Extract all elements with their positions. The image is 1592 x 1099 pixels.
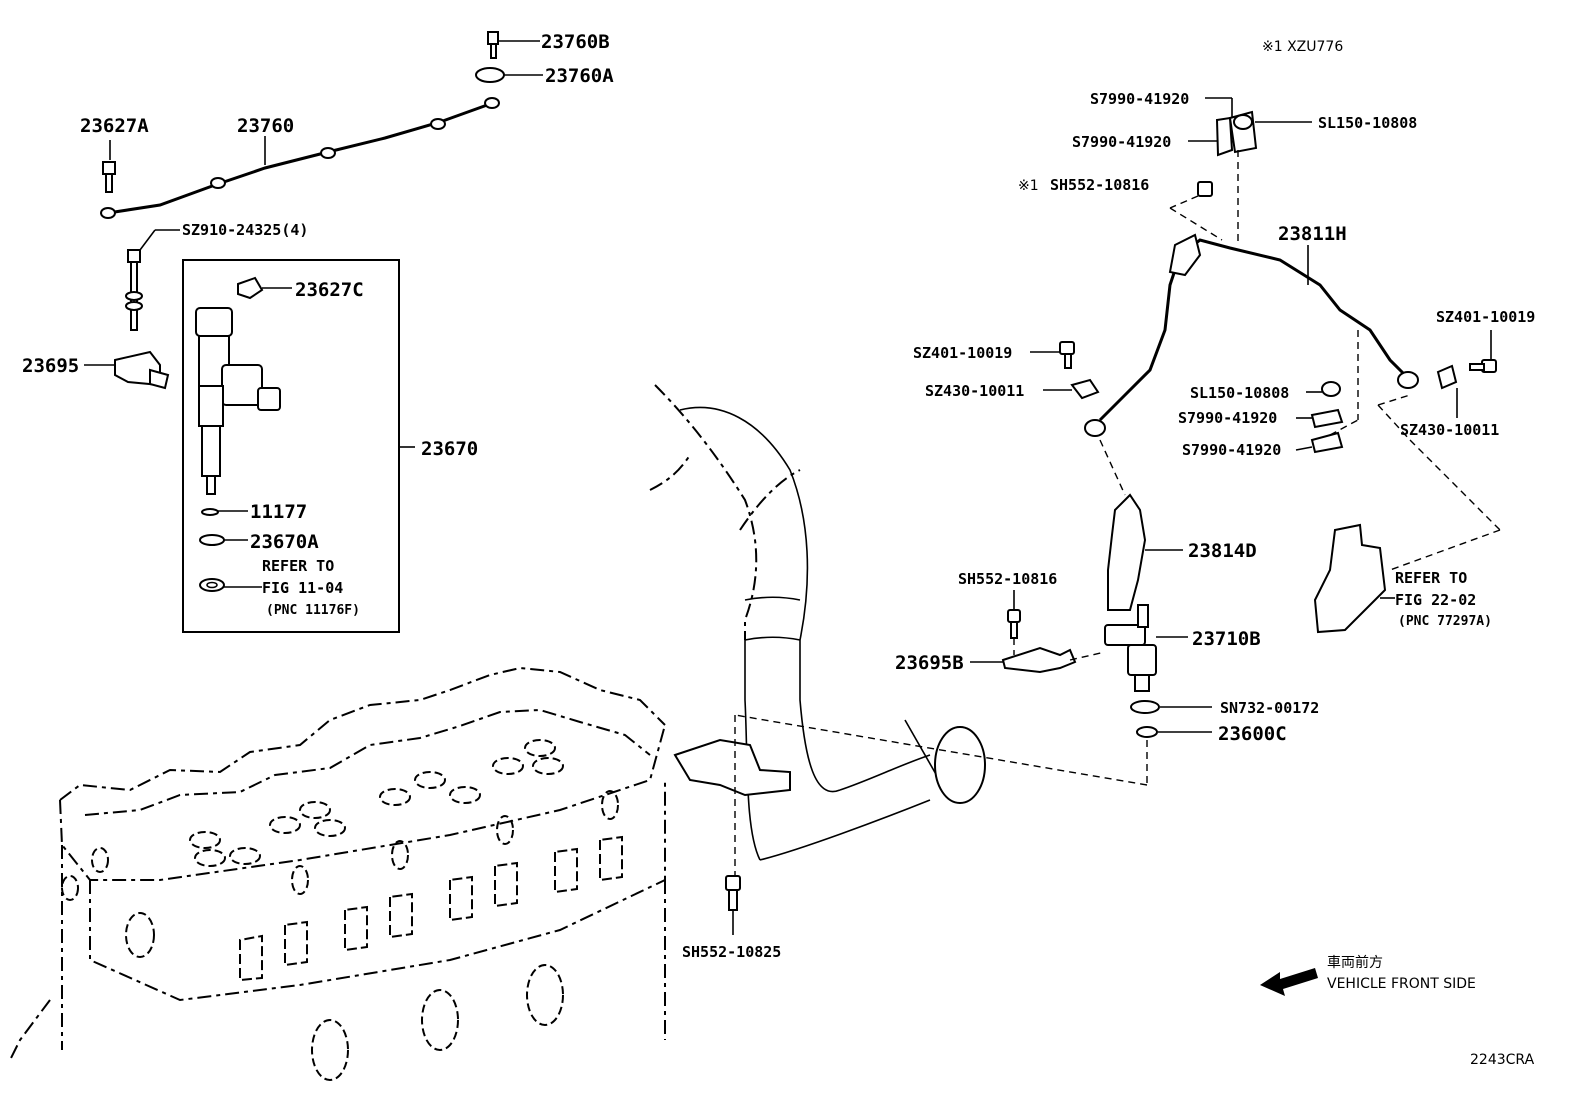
label-23710B: 23710B xyxy=(1192,628,1261,650)
fuel-injector-drawing xyxy=(195,307,281,495)
injector-kit-box xyxy=(182,259,400,633)
ref1-line3: (PNC 11176F) xyxy=(266,603,360,618)
note-top-right: ※1 XZU776 xyxy=(1262,39,1343,55)
label-SN732-00172: SN732-00172 xyxy=(1220,699,1319,717)
cylinder-head-drawing xyxy=(9,666,666,1081)
label-23811H: 23811H xyxy=(1278,223,1347,245)
label-23670A: 23670A xyxy=(250,531,319,553)
label-SZ401-10019-a: SZ401-10019 xyxy=(913,344,1012,362)
direction-label-en: VEHICLE FRONT SIDE xyxy=(1327,976,1476,992)
label-SZ401-10019-b: SZ401-10019 xyxy=(1436,308,1535,326)
label-23627C: 23627C xyxy=(295,279,364,301)
label-23760A: 23760A xyxy=(545,65,614,87)
intake-pipe-drawing xyxy=(649,384,986,861)
label-23760B: 23760B xyxy=(541,31,610,53)
ref1-line2: FIG 11-04 xyxy=(262,579,343,597)
label-23760: 23760 xyxy=(237,115,294,137)
label-23600C: 23600C xyxy=(1218,723,1287,745)
label-SL150-10808-b: SL150-10808 xyxy=(1190,384,1289,402)
label-SZ430-10011-a: SZ430-10011 xyxy=(925,382,1024,400)
label-S7990-41920-c: S7990-41920 xyxy=(1178,409,1277,427)
label-SZ910-24325: SZ910-24325(4) xyxy=(182,221,308,239)
direction-label-jp: 車両前方 xyxy=(1327,954,1383,971)
ref2-line1: REFER TO xyxy=(1395,569,1467,587)
label-SH552-10825: SH552-10825 xyxy=(682,943,781,961)
label-SZ430-10011-b: SZ430-10011 xyxy=(1400,421,1499,439)
label-23695: 23695 xyxy=(22,355,79,377)
label-11177: 11177 xyxy=(250,501,307,523)
diagram-code: 2243CRA xyxy=(1470,1052,1535,1068)
ref2-line2: FIG 22-02 xyxy=(1395,591,1476,609)
label-S7990-41920-d: S7990-41920 xyxy=(1182,441,1281,459)
label-SH552-10816-b: SH552-10816 xyxy=(958,570,1057,588)
ref1-line1: REFER TO xyxy=(262,557,334,575)
label-S7990-41920-b: S7990-41920 xyxy=(1072,133,1171,151)
label-mark-1: ※1 xyxy=(1018,178,1039,194)
label-23627A: 23627A xyxy=(80,115,149,137)
label-SL150-10808-a: SL150-10808 xyxy=(1318,114,1417,132)
vehicle-front-arrow-icon xyxy=(1260,968,1318,996)
ref2-line3: (PNC 77297A) xyxy=(1398,614,1492,629)
label-23814D: 23814D xyxy=(1188,540,1257,562)
label-23695B: 23695B xyxy=(895,652,964,674)
label-SH552-10816-a: SH552-10816 xyxy=(1050,176,1149,194)
label-23670: 23670 xyxy=(421,438,478,460)
label-S7990-41920-a: S7990-41920 xyxy=(1090,90,1189,108)
